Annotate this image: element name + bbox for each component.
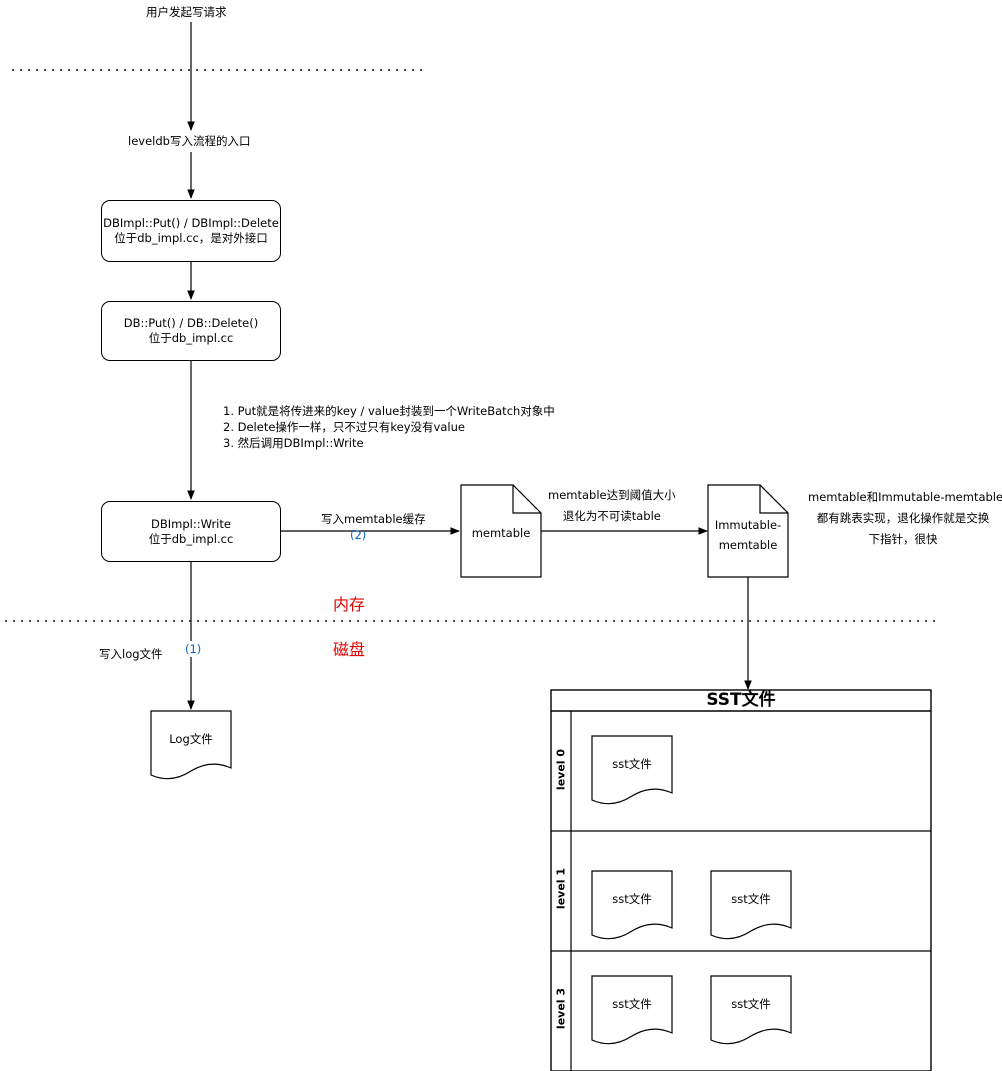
step2-label: (2) (350, 528, 367, 542)
memory-label: 内存 (333, 595, 366, 614)
log-doc-shape (150, 710, 232, 780)
entry-label: leveldb写入流程的入口 (128, 133, 251, 149)
sst-file-l1-2: sst文件 (731, 892, 771, 906)
step1-label: (1) (185, 641, 202, 657)
put-delete-box: DBImpl::Put() / DBImpl::Delete 位于db_impl… (101, 200, 281, 262)
right-note: memtable和Immutable-memtable 都有跳表实现，退化操作就… (808, 487, 1002, 550)
immutable-doc-shape (707, 484, 789, 578)
edge-memtable-immutable-label: memtable达到阈值大小 退化为不可读table (548, 485, 676, 527)
write-box: DBImpl::Write 位于db_impl.cc (101, 501, 281, 562)
write-line1: DBImpl::Write (151, 516, 231, 531)
db-put-box: DB::Put() / DB::Delete() 位于db_impl.cc (101, 301, 281, 361)
threshold-line2: 退化为不可读table (562, 509, 661, 523)
disk-label: 磁盘 (333, 640, 366, 659)
sst-title: SST文件 (706, 690, 776, 710)
right-note-line1: memtable和Immutable-memtable (808, 490, 1002, 504)
db-put-line1: DB::Put() / DB::Delete() (123, 316, 259, 330)
log-doc-label: Log文件 (169, 732, 213, 746)
immutable-line2: memtable (718, 538, 778, 552)
level-0-label: level 0 (554, 748, 568, 791)
right-note-line2: 都有跳表实现，退化操作就是交换 (816, 511, 990, 525)
memtable-doc-label: memtable (471, 526, 531, 540)
sst-file-l0-1: sst文件 (612, 757, 652, 771)
sst-file-l3-2: sst文件 (731, 997, 771, 1011)
db-put-line2: 位于db_impl.cc (148, 331, 234, 345)
sst-file-l1-1: sst文件 (612, 892, 652, 906)
level-3-label: level 3 (554, 987, 568, 1030)
put-delete-line1: DBImpl::Put() / DBImpl::Delete (103, 216, 279, 230)
top-label: 用户发起写请求 (146, 5, 227, 19)
note-line-3: 3. 然后调用DBImpl::Write (223, 436, 364, 450)
sst-doc-l1-1 (591, 870, 673, 940)
sst-doc-l1-2 (710, 870, 792, 940)
edge-write-memtable-label: 写入memtable缓存 (321, 512, 426, 526)
log-edge-label: 写入log文件 (99, 647, 163, 661)
write-line2: 位于db_impl.cc (148, 531, 234, 546)
sst-doc-l0-1 (591, 735, 673, 805)
sst-doc-l3-2 (710, 975, 792, 1045)
level-1-label: level 1 (554, 867, 568, 910)
put-notes: 1. Put就是将传进来的key / value封装到一个WriteBatch对… (223, 403, 555, 451)
immutable-doc-label: Immutable- memtable (708, 515, 788, 555)
memtable-doc-shape (460, 484, 542, 578)
immutable-line1: Immutable- (714, 518, 782, 532)
note-line-1: 1. Put就是将传进来的key / value封装到一个WriteBatch对… (223, 404, 555, 418)
threshold-line1: memtable达到阈值大小 (548, 488, 676, 502)
sst-file-l3-1: sst文件 (612, 997, 652, 1011)
sst-doc-l3-1 (591, 975, 673, 1045)
put-delete-line2: 位于db_impl.cc，是对外接口 (114, 231, 268, 245)
right-note-line3: 下指针，很快 (868, 532, 938, 546)
note-line-2: 2. Delete操作一样，只不过只有key没有value (223, 420, 465, 434)
